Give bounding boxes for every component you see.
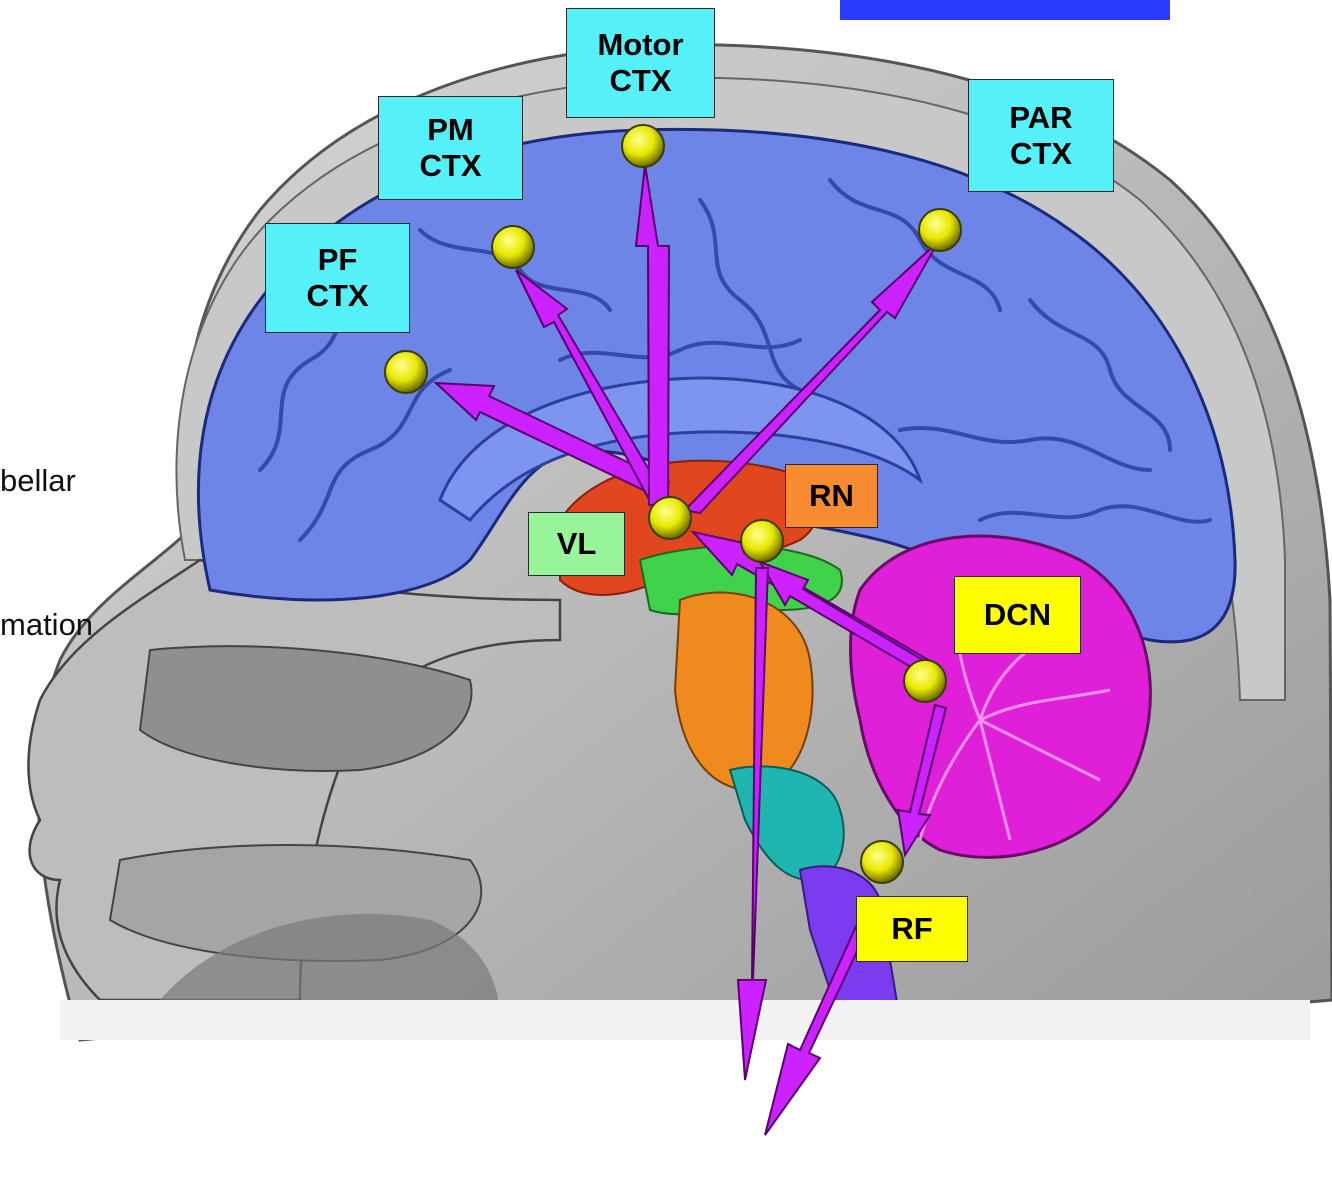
node-dcn <box>904 660 946 702</box>
label-rn: RN <box>785 464 878 528</box>
label-rf: RF <box>856 896 968 962</box>
node-vl <box>649 497 691 539</box>
node-pf-ctx <box>385 351 427 393</box>
side-text-cerebellar: bellar <box>0 463 76 499</box>
label-pm-ctx: PM CTX <box>378 96 523 200</box>
bottom-fade <box>60 1000 1310 1040</box>
label-motor-ctx: Motor CTX <box>566 8 715 118</box>
label-dcn: DCN <box>954 576 1081 654</box>
label-par-ctx: PAR CTX <box>968 79 1114 192</box>
node-rn <box>741 520 783 562</box>
label-pf-ctx: PF CTX <box>265 223 410 333</box>
label-vl: VL <box>528 512 625 576</box>
node-par-ctx <box>919 209 961 251</box>
node-motor-ctx <box>622 125 664 167</box>
side-text-formation: mation <box>0 607 93 643</box>
node-rf <box>861 841 903 883</box>
title-fragment <box>840 0 1170 20</box>
node-pm-ctx <box>492 226 534 268</box>
